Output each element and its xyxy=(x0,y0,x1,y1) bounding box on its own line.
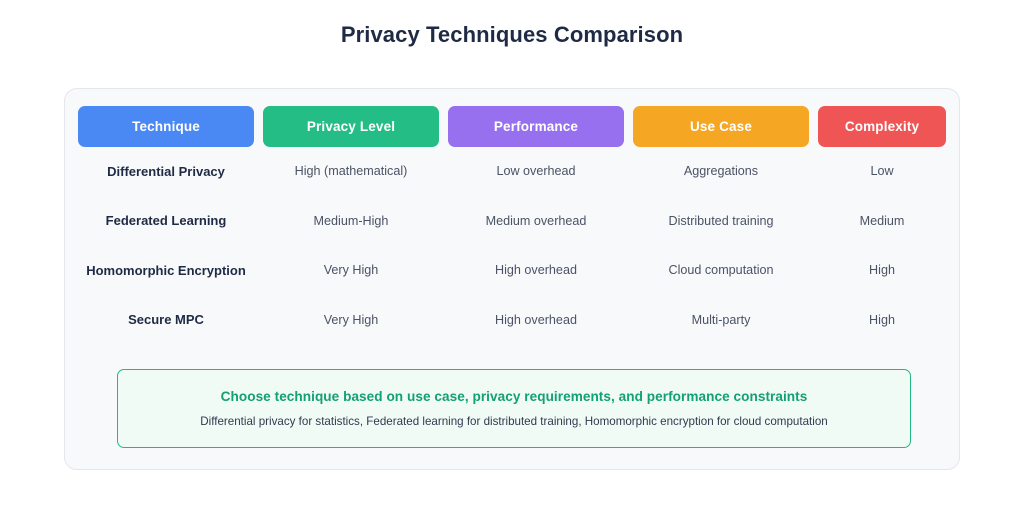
cell-use-case: Multi-party xyxy=(691,312,751,327)
table-row: Differential Privacy High (mathematical)… xyxy=(78,147,948,197)
cell-technique: Differential Privacy xyxy=(107,163,225,179)
cell-privacy-level: High (mathematical) xyxy=(294,164,408,179)
cell-complexity: High xyxy=(869,312,895,327)
cell-use-case: Distributed training xyxy=(668,213,774,228)
comparison-card: Technique Privacy Level Performance Use … xyxy=(64,88,960,470)
cell-use-case: Cloud computation xyxy=(668,263,774,278)
page-title: Privacy Techniques Comparison xyxy=(340,22,684,47)
table-header-row: Technique Privacy Level Performance Use … xyxy=(78,106,948,147)
cell-complexity: Low xyxy=(870,164,894,179)
recommendation-callout: Choose technique based on use case, priv… xyxy=(117,369,911,448)
column-header-technique[interactable]: Technique xyxy=(78,106,254,147)
cell-performance: High overhead xyxy=(495,312,577,327)
cell-privacy-level: Very High xyxy=(323,312,379,327)
cell-performance: High overhead xyxy=(495,263,577,278)
comparison-table: Technique Privacy Level Performance Use … xyxy=(78,106,948,345)
cell-use-case: Aggregations xyxy=(683,164,759,179)
column-header-privacy-level[interactable]: Privacy Level xyxy=(263,106,439,147)
table-row: Homomorphic Encryption Very High High ov… xyxy=(78,246,948,296)
cell-performance: Medium overhead xyxy=(485,213,587,228)
cell-complexity: High xyxy=(869,263,895,278)
cell-technique: Homomorphic Encryption xyxy=(86,262,246,278)
cell-complexity: Medium xyxy=(859,213,905,228)
recommendation-title: Choose technique based on use case, priv… xyxy=(220,389,808,404)
table-row: Secure MPC Very High High overhead Multi… xyxy=(78,296,948,346)
cell-privacy-level: Medium-High xyxy=(313,213,389,228)
recommendation-subtitle: Differential privacy for statistics, Fed… xyxy=(200,415,828,428)
cell-performance: Low overhead xyxy=(496,164,576,179)
cell-privacy-level: Very High xyxy=(323,263,379,278)
cell-technique: Secure MPC xyxy=(128,312,204,328)
column-header-use-case[interactable]: Use Case xyxy=(633,106,809,147)
cell-technique: Federated Learning xyxy=(105,213,227,229)
column-header-complexity[interactable]: Complexity xyxy=(818,106,946,147)
table-row: Federated Learning Medium-High Medium ov… xyxy=(78,197,948,247)
column-header-performance[interactable]: Performance xyxy=(448,106,624,147)
table-body: Differential Privacy High (mathematical)… xyxy=(78,147,948,345)
